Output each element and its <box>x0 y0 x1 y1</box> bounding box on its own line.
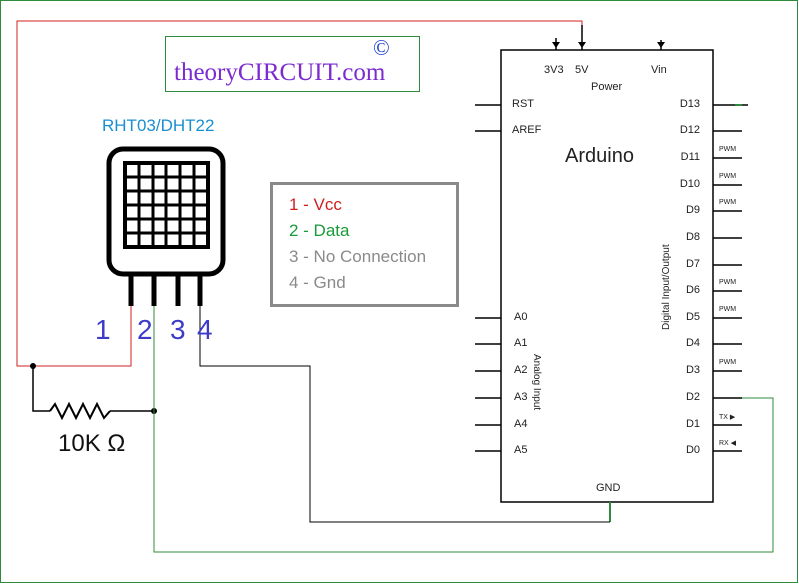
junction-vcc <box>30 363 36 369</box>
digital-io-label: Digital Input/Output <box>661 244 672 330</box>
copyright-icon: © <box>373 35 390 60</box>
arduino-board-outline <box>500 49 714 503</box>
pin-tag-d10: PWM <box>719 173 737 180</box>
power-pin-vin: Vin <box>651 64 667 76</box>
pin-tag-d9: PWM <box>719 199 737 206</box>
pin-number-4: 4 <box>197 314 213 345</box>
gnd-wire <box>199 306 610 523</box>
pin-label-a2: A2 <box>514 364 528 376</box>
pin-tag-d0: RX ◀ <box>719 440 737 447</box>
pin-label-d0: D0 <box>685 444 700 456</box>
pin-label-d13: D13 <box>679 98 700 110</box>
arduino-title: Arduino <box>565 145 634 167</box>
pin-label-d12: D12 <box>679 124 700 136</box>
pin-label-d11: D11 <box>680 151 700 163</box>
arrow-5v <box>578 42 586 48</box>
pin-label-d2: D2 <box>685 391 700 403</box>
resistor-label: 10K Ω <box>58 430 126 457</box>
data-wire <box>153 306 774 553</box>
brand-caps: CIRCUIT <box>237 59 337 86</box>
analog-input-label: Analog Input <box>531 354 542 411</box>
resistor-lead-left <box>32 366 50 412</box>
pin-label-d7: D7 <box>685 258 700 270</box>
gnd-label: GND <box>596 482 621 494</box>
pin-tag-d6: PWM <box>719 279 737 286</box>
legend-item-data: 2 - Data <box>289 221 350 240</box>
pin-label-a4: A4 <box>514 418 528 430</box>
pin-label-d1: D1 <box>685 418 700 430</box>
pin-label-a0: A0 <box>514 311 528 323</box>
pin-label-d9: D9 <box>685 204 700 216</box>
pin-label-a3: A3 <box>514 391 528 403</box>
pin-label-rst: RST <box>512 98 534 110</box>
arrow-vin <box>657 42 665 48</box>
brand-text: theoryCIRCUIT.com <box>174 59 385 87</box>
pin-tag-d11: PWM <box>719 146 737 153</box>
power-pin-5v: 5V <box>575 64 589 76</box>
pin-label-a1: A1 <box>514 337 528 349</box>
pin-tag-d1: TX ▶ <box>719 414 736 421</box>
pin-label-d6: D6 <box>685 284 700 296</box>
brand-box: © theoryCIRCUIT.com <box>165 35 420 92</box>
brand-suffix: .com <box>336 59 386 86</box>
pin-number-1: 1 <box>95 314 111 345</box>
sensor-grid <box>123 161 210 249</box>
pin-label-aref: AREF <box>512 124 542 136</box>
legend-item-nc: 3 - No Connection <box>289 247 427 266</box>
pin-label-a5: A5 <box>514 444 528 456</box>
pin-label-d8: D8 <box>685 231 700 243</box>
legend-item-vcc: 1 - Vcc <box>289 195 342 214</box>
pin-label-d4: D4 <box>685 337 700 349</box>
pin-tag-d5: PWM <box>719 306 737 313</box>
resistor-zigzag <box>49 401 111 421</box>
pin-label-d3: D3 <box>685 364 700 376</box>
pin-number-2: 2 <box>137 314 153 345</box>
brand-prefix: theory <box>174 59 238 86</box>
sensor-label: RHT03/DHT22 <box>102 116 215 135</box>
legend-item-gnd: 4 - Gnd <box>289 273 346 292</box>
arrow-3v3 <box>552 42 560 48</box>
power-pin-3v3: 3V3 <box>544 64 564 76</box>
pin-label-d5: D5 <box>685 311 700 323</box>
pin-number-3: 3 <box>170 314 186 345</box>
vcc-wire <box>16 20 583 367</box>
power-label: Power <box>591 81 623 93</box>
pin-legend: 1 - Vcc 2 - Data 3 - No Connection 4 - G… <box>270 182 459 307</box>
pin-label-d10: D10 <box>679 178 700 190</box>
pin-tag-d3: PWM <box>719 359 737 366</box>
